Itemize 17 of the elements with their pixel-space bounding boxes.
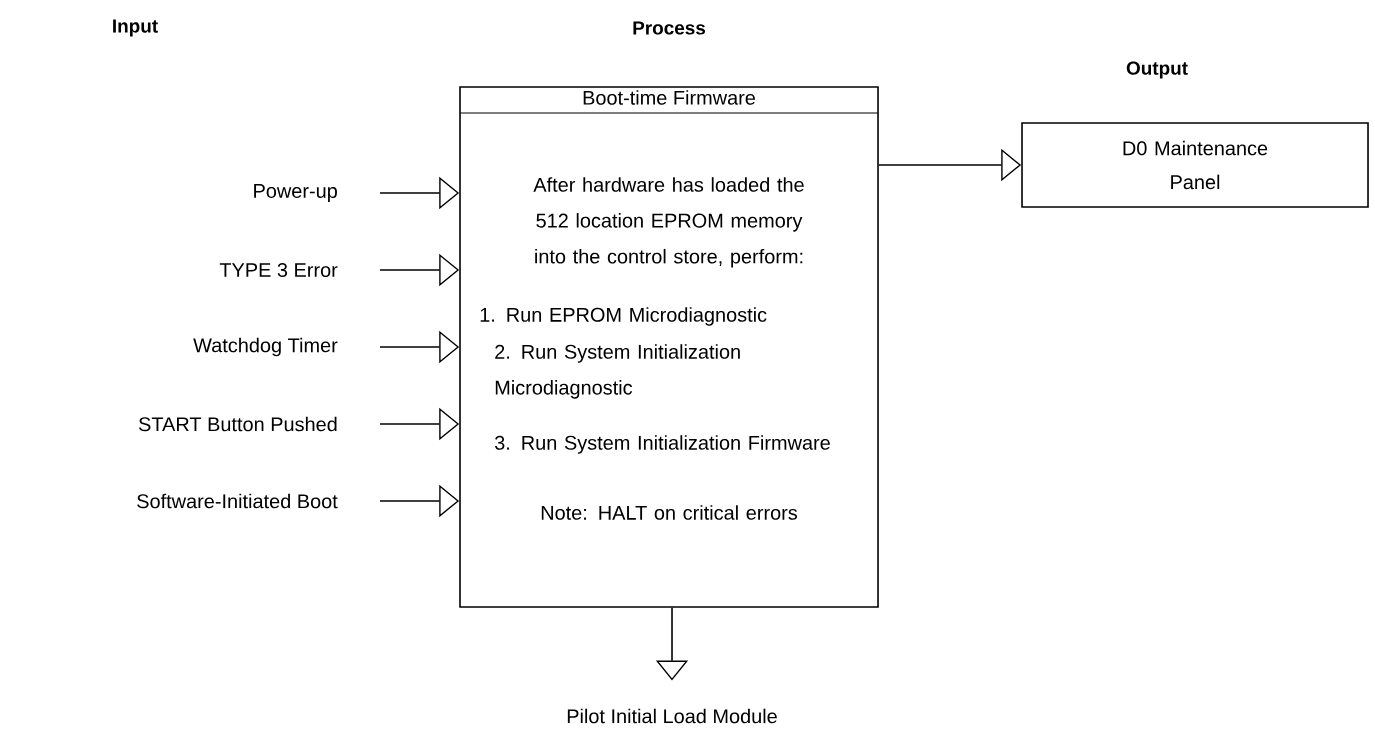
- process-text: 2. Run System Initialization Microdiagnostic: [495, 344, 740, 399]
- column-heading: Process: [633, 21, 706, 35]
- input-label: Watchdog Timer: [193, 337, 338, 357]
- input-label: Power-up: [254, 184, 337, 202]
- input-label: Software-Initiated Boot: [137, 493, 338, 509]
- process-text: Boot-time Firmware: [583, 90, 755, 105]
- output-label: Pilot Initial Load Module: [567, 708, 777, 724]
- column-heading: Output: [1126, 61, 1188, 79]
- process-text: 3. Run System Initialization Firmware: [494, 435, 830, 454]
- process-text: Note: HALT on critical errors: [541, 505, 798, 520]
- process-text: After hardware has loaded the 512 location EPROM memory into the control store, perform:: [533, 177, 804, 268]
- input-label: START Button Pushed: [139, 416, 337, 432]
- output-box: D0 Maintenance Panel: [1021, 122, 1369, 208]
- process-text: 1. Run EPROM Microdiagnostic: [480, 307, 767, 326]
- input-label: TYPE 3 Error: [219, 262, 338, 278]
- process-box: [459, 86, 879, 608]
- column-heading: Input: [113, 19, 158, 37]
